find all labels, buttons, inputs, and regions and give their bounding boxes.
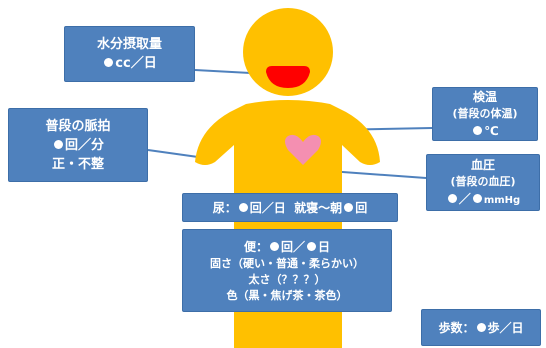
temperature-unit: ℃ [484,124,499,138]
pulse-value: 回／分 [52,136,104,155]
blank-dot-icon [476,322,486,332]
stool-hardness: 固さ（硬い・普通・柔らかい） [210,256,364,270]
blank-dot-icon [53,139,63,149]
steps-box: 歩数： 歩／日 [421,309,541,346]
blank-dot-icon [269,241,279,251]
blank-dot-icon [104,58,114,67]
head [243,8,333,96]
stool-label: 便： [243,239,268,254]
stool-day-unit: 日 [318,239,331,254]
blank-dot-icon [447,193,457,203]
urine-night-label: 就寝〜朝 [294,200,343,215]
stool-count: 便： 回／ 日 [244,238,330,256]
blank-dot-icon [473,126,483,135]
water-intake-value: cc／日 [102,54,157,73]
water-intake-box: 水分摂取量 cc／日 [64,26,195,82]
blank-dot-icon [238,202,248,212]
temperature-box: 検温 (普段の体温) ℃ [432,87,538,141]
pulse-rhythm: 正・不整 [51,156,104,172]
urine-per-day: 回／日 [249,200,286,215]
pulse-title: 普段の脈拍 [45,118,111,134]
stool-color: 色（黒・焦げ茶・茶色） [226,288,348,302]
blank-dot-icon [307,241,316,251]
water-intake-title: 水分摂取量 [96,37,162,52]
pulse-unit: 回／分 [64,137,104,153]
blood-pressure-title: 血圧 [470,157,495,172]
urine-box: 尿： 回／日 就寝〜朝回 [182,193,398,222]
blank-dot-icon [344,202,354,212]
connector-pulse [147,149,199,158]
steps-label: 歩数： [438,320,475,335]
steps-unit: 歩／日 [487,320,524,335]
water-intake-unit: cc／日 [115,56,157,71]
steps-value: 歩数： 歩／日 [438,319,523,337]
mouth [266,66,310,88]
pulse-box: 普段の脈拍 回／分 正・不整 [8,108,148,182]
blood-pressure-subtitle: (普段の血圧) [450,174,516,188]
stool-count-unit: 回／ [280,239,305,254]
urine-value: 尿： 回／日 就寝〜朝回 [213,199,367,217]
stool-box: 便： 回／ 日 固さ（硬い・普通・柔らかい） 太さ（？？？） 色（黒・焦げ茶・茶色） [182,229,392,312]
temperature-subtitle: (普段の体温) [452,107,518,120]
temperature-title: 検温 [472,90,497,104]
blood-pressure-box: 血圧 (普段の血圧) ／ mmHg [426,154,540,211]
blood-pressure-separator: ／ [458,191,471,206]
heart-icon [285,134,321,165]
blood-pressure-value: ／ mmHg [446,190,520,210]
stool-thickness: 太さ（？？？） [248,272,326,286]
urine-night-unit: 回 [355,200,368,215]
urine-label: 尿： [212,200,237,215]
blank-dot-icon [472,193,482,203]
blood-pressure-unit: mmHg [483,194,521,206]
temperature-value: ℃ [471,122,499,140]
